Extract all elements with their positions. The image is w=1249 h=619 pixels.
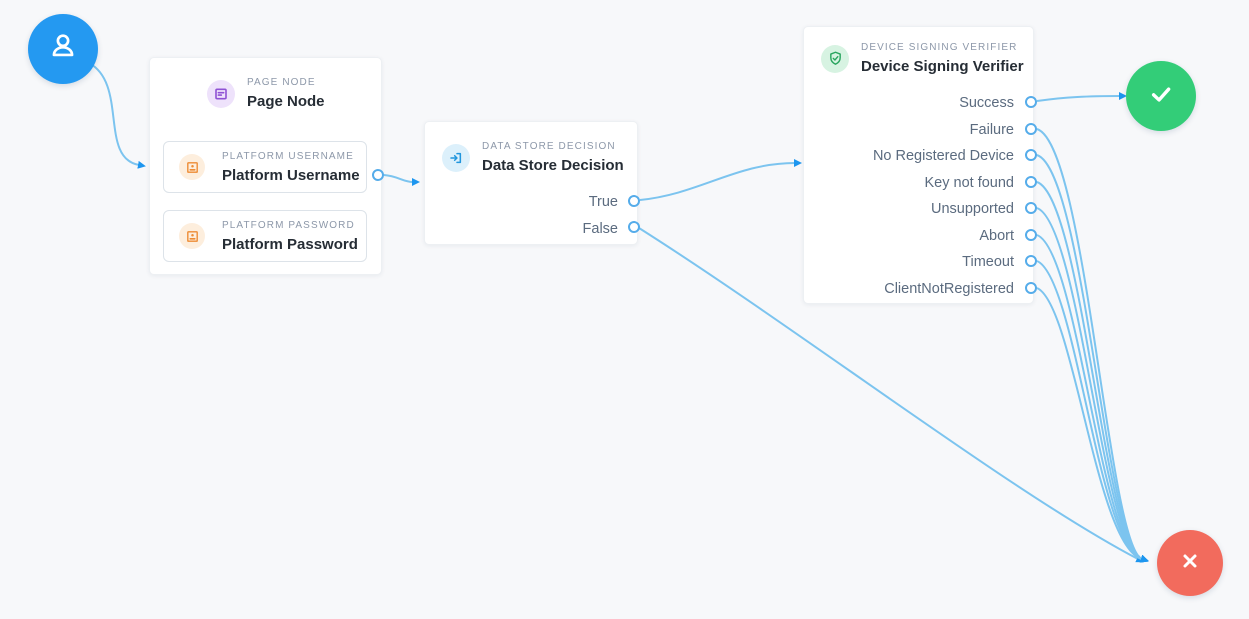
port-clientnotregistered-out[interactable] bbox=[1025, 282, 1037, 294]
outcome-abort: Abort bbox=[979, 227, 1014, 244]
connector-abort-to-failure-node[interactable] bbox=[1036, 234, 1149, 563]
node-type-label: DEVICE SIGNING VERIFIER bbox=[861, 42, 1018, 53]
outcome-unsupported: Unsupported bbox=[930, 201, 1014, 218]
port-false-out[interactable] bbox=[628, 221, 640, 233]
node-data-store-decision[interactable]: DATA STORE DECISION Data Store Decision … bbox=[424, 121, 638, 245]
contact-card-icon bbox=[179, 223, 205, 249]
x-icon bbox=[1175, 546, 1205, 581]
node-page-node[interactable]: PAGE NODE Page Node PLATFORM USERNAME Pl… bbox=[149, 57, 382, 275]
page-icon bbox=[207, 79, 235, 108]
port-timeout-out[interactable] bbox=[1025, 255, 1037, 267]
node-title: Platform Password bbox=[222, 235, 358, 253]
outcome-timeout: Timeout bbox=[962, 254, 1014, 271]
port-key-not-found-out[interactable] bbox=[1025, 176, 1037, 188]
contact-card-icon bbox=[179, 154, 205, 180]
failure-node[interactable] bbox=[1157, 530, 1223, 596]
outcome-no-registered-device: No Registered Device bbox=[872, 148, 1014, 165]
connector-unsupported-to-failure-node[interactable] bbox=[1036, 207, 1149, 563]
port-no-registered-device-out[interactable] bbox=[1025, 149, 1037, 161]
node-type-label: PAGE NODE bbox=[247, 77, 316, 88]
outcome-false: False bbox=[582, 220, 618, 237]
sign-in-icon bbox=[442, 143, 470, 172]
node-type-label: DATA STORE DECISION bbox=[482, 141, 616, 152]
node-platform-password[interactable]: PLATFORM PASSWORD Platform Password bbox=[163, 210, 367, 262]
connector-false-to-failure-node[interactable] bbox=[638, 227, 1145, 563]
connector-key-not-found-to-failure-node[interactable] bbox=[1036, 181, 1149, 563]
success-node[interactable] bbox=[1126, 61, 1196, 131]
outcome-key-not-found: Key not found bbox=[924, 174, 1015, 191]
connector-clientnotregistered-to-failure-node[interactable] bbox=[1036, 287, 1149, 563]
node-title: Platform Username bbox=[222, 166, 360, 184]
port-success-out[interactable] bbox=[1025, 96, 1037, 108]
node-type-label: PLATFORM USERNAME bbox=[222, 150, 354, 162]
connector-page-node-to-data-store[interactable] bbox=[383, 174, 420, 186]
node-title: Device Signing Verifier bbox=[861, 58, 1024, 75]
outcome-true: True bbox=[588, 194, 618, 211]
check-icon bbox=[1144, 77, 1178, 116]
connector-failure-to-failure-node[interactable] bbox=[1036, 128, 1149, 563]
shield-check-icon bbox=[821, 44, 849, 73]
node-title: Data Store Decision bbox=[482, 157, 624, 174]
connector-no-registered-device-to-failure-node[interactable] bbox=[1036, 154, 1149, 563]
node-title: Page Node bbox=[247, 93, 325, 110]
port-page-node-out[interactable] bbox=[372, 169, 384, 181]
outcome-failure: Failure bbox=[969, 121, 1014, 138]
port-unsupported-out[interactable] bbox=[1025, 202, 1037, 214]
connector-timeout-to-failure-node[interactable] bbox=[1036, 260, 1149, 563]
connector-true-to-device-signing[interactable] bbox=[639, 159, 802, 201]
port-abort-out[interactable] bbox=[1025, 229, 1037, 241]
outcome-success: Success bbox=[959, 95, 1014, 112]
node-platform-username[interactable]: PLATFORM USERNAME Platform Username bbox=[163, 141, 367, 193]
outcome-clientnotregistered: ClientNotRegistered bbox=[884, 280, 1014, 297]
node-type-label: PLATFORM PASSWORD bbox=[222, 219, 355, 231]
connector-success-to-success-node[interactable] bbox=[1036, 92, 1127, 102]
node-device-signing-verifier[interactable]: DEVICE SIGNING VERIFIER Device Signing V… bbox=[803, 26, 1034, 304]
connector-start-to-page-node[interactable] bbox=[88, 62, 146, 169]
port-true-out[interactable] bbox=[628, 195, 640, 207]
port-failure-out[interactable] bbox=[1025, 123, 1037, 135]
person-icon bbox=[46, 30, 80, 69]
start-node[interactable] bbox=[28, 14, 98, 84]
